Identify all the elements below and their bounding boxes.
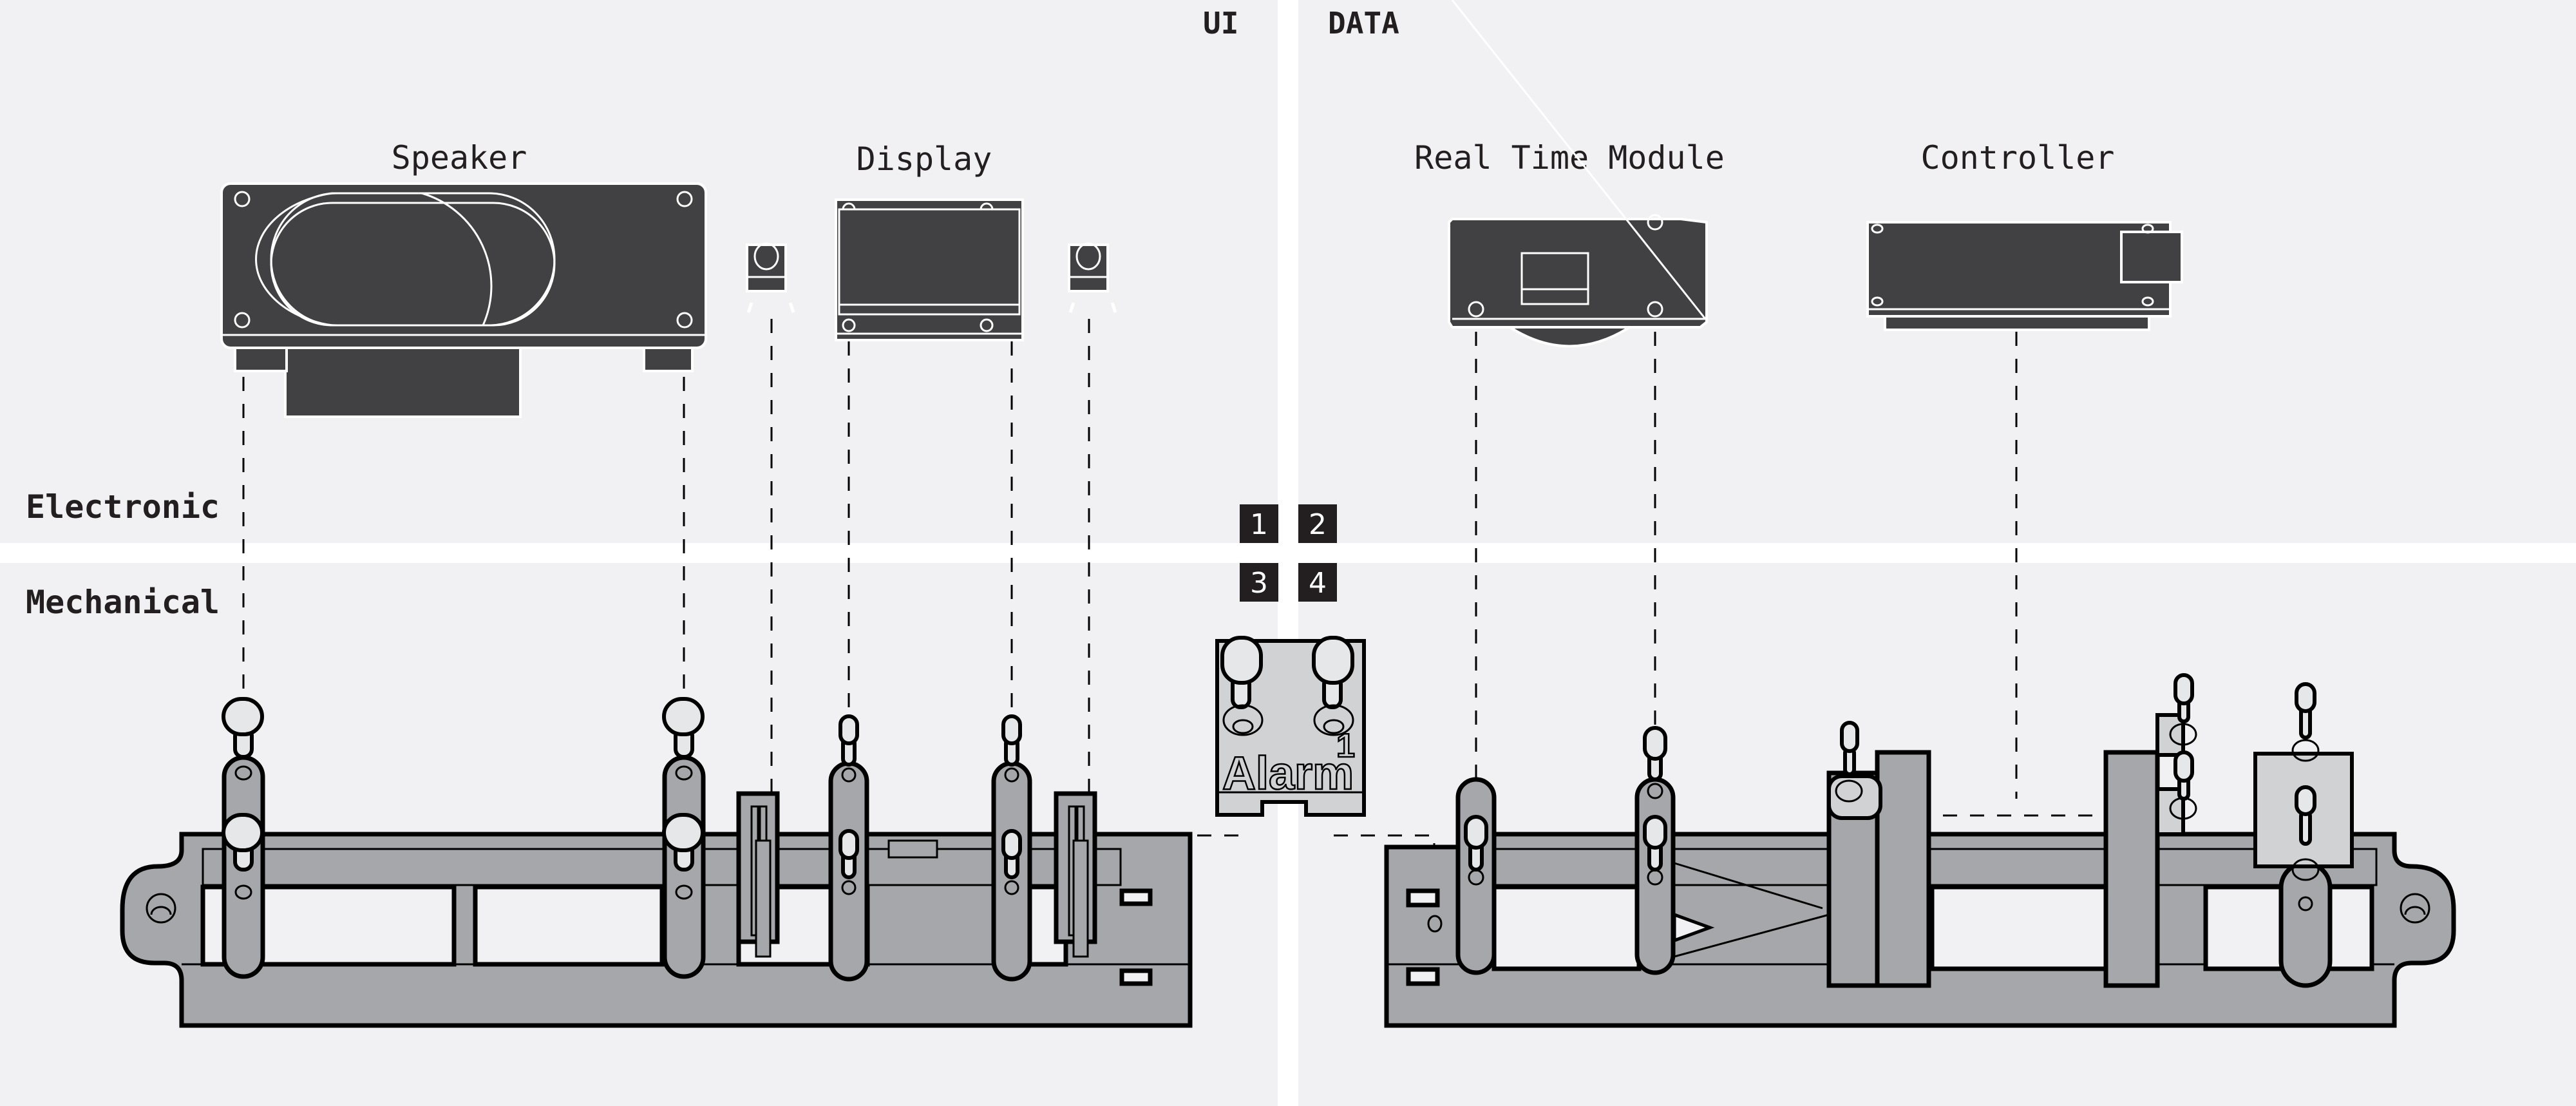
controller-post-right[interactable]: [2103, 673, 2197, 988]
push-button-right[interactable]: [1068, 242, 1117, 313]
quadrant-label-ui: UI: [1203, 6, 1238, 41]
section-label-mechanical: Mechanical: [26, 584, 220, 621]
rtc-chip: [1520, 252, 1589, 305]
standoff-display-left[interactable]: [828, 714, 869, 982]
badge-2[interactable]: 2: [1298, 504, 1337, 543]
display-label: Display: [857, 140, 992, 178]
badge-1[interactable]: 1: [1240, 504, 1278, 543]
standoff-rtc-right[interactable]: [1634, 726, 1676, 975]
badge-3[interactable]: 3: [1240, 563, 1278, 602]
controller-label: Controller: [1920, 139, 2114, 176]
push-button-left[interactable]: [746, 242, 795, 313]
standoff-speaker-right[interactable]: [662, 697, 706, 979]
button-clip-left[interactable]: [736, 791, 780, 958]
badge-4[interactable]: 4: [1298, 563, 1337, 602]
badge-1-label: 1: [1250, 508, 1268, 541]
button-clip-right[interactable]: [1054, 791, 1097, 958]
alarm-number-engraving: 1: [1336, 727, 1355, 765]
speaker-cone-inner: [270, 202, 556, 327]
horizontal-divider: [0, 543, 2576, 563]
alarm-module-part[interactable]: Alarm 1: [1215, 636, 1366, 817]
display-part[interactable]: [835, 198, 1024, 341]
section-label-electronic: Electronic: [26, 488, 220, 526]
controller-post-left[interactable]: [1826, 721, 1931, 988]
badge-4-label: 4: [1309, 567, 1327, 600]
controller-part[interactable]: [1866, 221, 2183, 331]
quadrant-label-data: DATA: [1328, 6, 1399, 41]
usb-connector: [2120, 231, 2183, 283]
real-time-module-part[interactable]: [1448, 0, 1708, 348]
standoff-display-right[interactable]: [991, 714, 1032, 982]
alarm-engraving: Alarm: [1222, 748, 1354, 799]
standoff-rtc-left[interactable]: [1455, 777, 1497, 975]
badge-2-label: 2: [1309, 508, 1327, 541]
assembly-guides: [242, 319, 2128, 915]
speaker-part[interactable]: [220, 182, 707, 418]
badge-3-label: 3: [1250, 567, 1268, 600]
speaker-label: Speaker: [392, 139, 527, 176]
standoff-speaker-left[interactable]: [222, 697, 265, 979]
clamp-plate[interactable]: [2253, 682, 2354, 988]
real-time-module-label: Real Time Module: [1414, 139, 1725, 176]
